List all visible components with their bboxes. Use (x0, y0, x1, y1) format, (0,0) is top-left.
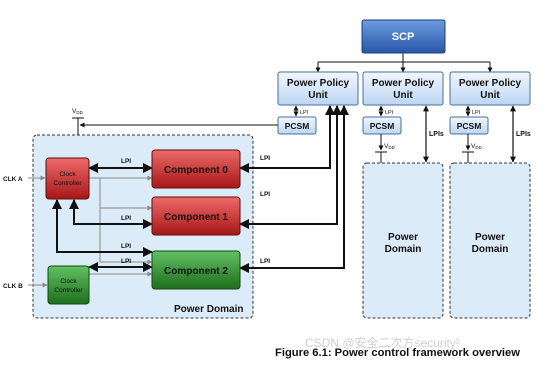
ppu-0-label-line1: Power Policy (287, 78, 350, 89)
power-domain-2 (362, 162, 444, 319)
clock-controller-a-line1: Clock (59, 171, 76, 178)
ppu-0-label-line2: Unit (308, 90, 328, 101)
component-2-label: Component 2 (164, 266, 228, 277)
clk-b-label: CLK B (3, 283, 23, 290)
lpis-label-2: LPIs (516, 131, 531, 138)
pcsm-0-label: PCSM (285, 121, 310, 131)
scp-label: SCP (392, 31, 415, 43)
ppu-2-pcsm-lpi: LPI (472, 110, 481, 116)
scp-box (361, 19, 446, 54)
vdd-pd3-label: VDD (471, 143, 483, 150)
vdd-pd2-label: VDD (384, 143, 396, 150)
ppu-component-lpi-lines (239, 105, 349, 273)
ppu-lpi-c1: LPI (260, 191, 270, 198)
clock-controller-b-line2: Controller (54, 287, 83, 294)
cc-lpi-c0: LPI (121, 158, 131, 165)
component-1-box (151, 196, 241, 236)
vdd-main-label: VDD (72, 108, 84, 115)
ppu-lpi-c2: LPI (260, 258, 270, 265)
power-domain-3-label-line1: Power (475, 232, 505, 243)
clock-controller-b (47, 265, 90, 305)
component-1-label: Component 1 (164, 212, 228, 223)
power-domain-3-label-line2: Domain (472, 244, 509, 255)
pcsm-2-box (449, 116, 489, 135)
vdd-main-switch (72, 117, 278, 135)
power-domain-2-label-line2: Domain (385, 244, 422, 255)
lpis-label-1: LPIs (429, 131, 444, 138)
ppu-1-label-line2: Unit (393, 90, 413, 101)
power-domain-2-label-line1: Power (388, 232, 418, 243)
component-0-box (151, 149, 241, 189)
ppu-2-label-line1: Power Policy (459, 78, 522, 89)
vdd-pd3-switch (462, 134, 474, 163)
vdd-pd2-switch (375, 134, 387, 163)
cc-lpi-c2a: LPI (121, 243, 131, 250)
pcsm-2-label: PCSM (457, 121, 482, 131)
ppu-1-box (362, 71, 444, 106)
controller-component-lpi-lines (52, 163, 153, 272)
watermark: CSDN @安全二次方security² (305, 336, 460, 350)
clock-inputs (28, 175, 48, 288)
lpis-buses (423, 105, 516, 163)
ppu-2-label-line2: Unit (480, 90, 500, 101)
component-0-label: Component 0 (164, 165, 228, 176)
ppu-2-box (449, 71, 531, 106)
scp-tree-connectors (315, 53, 493, 73)
pcsm-1-box (362, 116, 402, 135)
ppu-0-pcsm-lpi: LPI (300, 110, 309, 116)
ppu-1-label-line1: Power Policy (372, 78, 435, 89)
ppu-lpi-c0: LPI (260, 155, 270, 162)
power-domain-3 (449, 162, 531, 319)
main-power-domain-label: Power Domain (174, 304, 243, 315)
cc-lpi-c1: LPI (121, 215, 131, 222)
component-2-box (151, 250, 241, 290)
ppu-1-pcsm-lpi: LPI (385, 110, 394, 116)
cc-lpi-c2b: LPI (121, 258, 131, 265)
figure-caption: Figure 6.1: Power control framework over… (275, 347, 520, 359)
clock-controller-a-line2: Controller (53, 180, 82, 187)
ppu-pcsm-links (293, 105, 471, 117)
pcsm-1-label: PCSM (370, 121, 395, 131)
clock-controller-a (45, 157, 90, 200)
clk-a-label: CLK A (3, 176, 23, 183)
clock-controller-b-line1: Clock (60, 278, 77, 285)
